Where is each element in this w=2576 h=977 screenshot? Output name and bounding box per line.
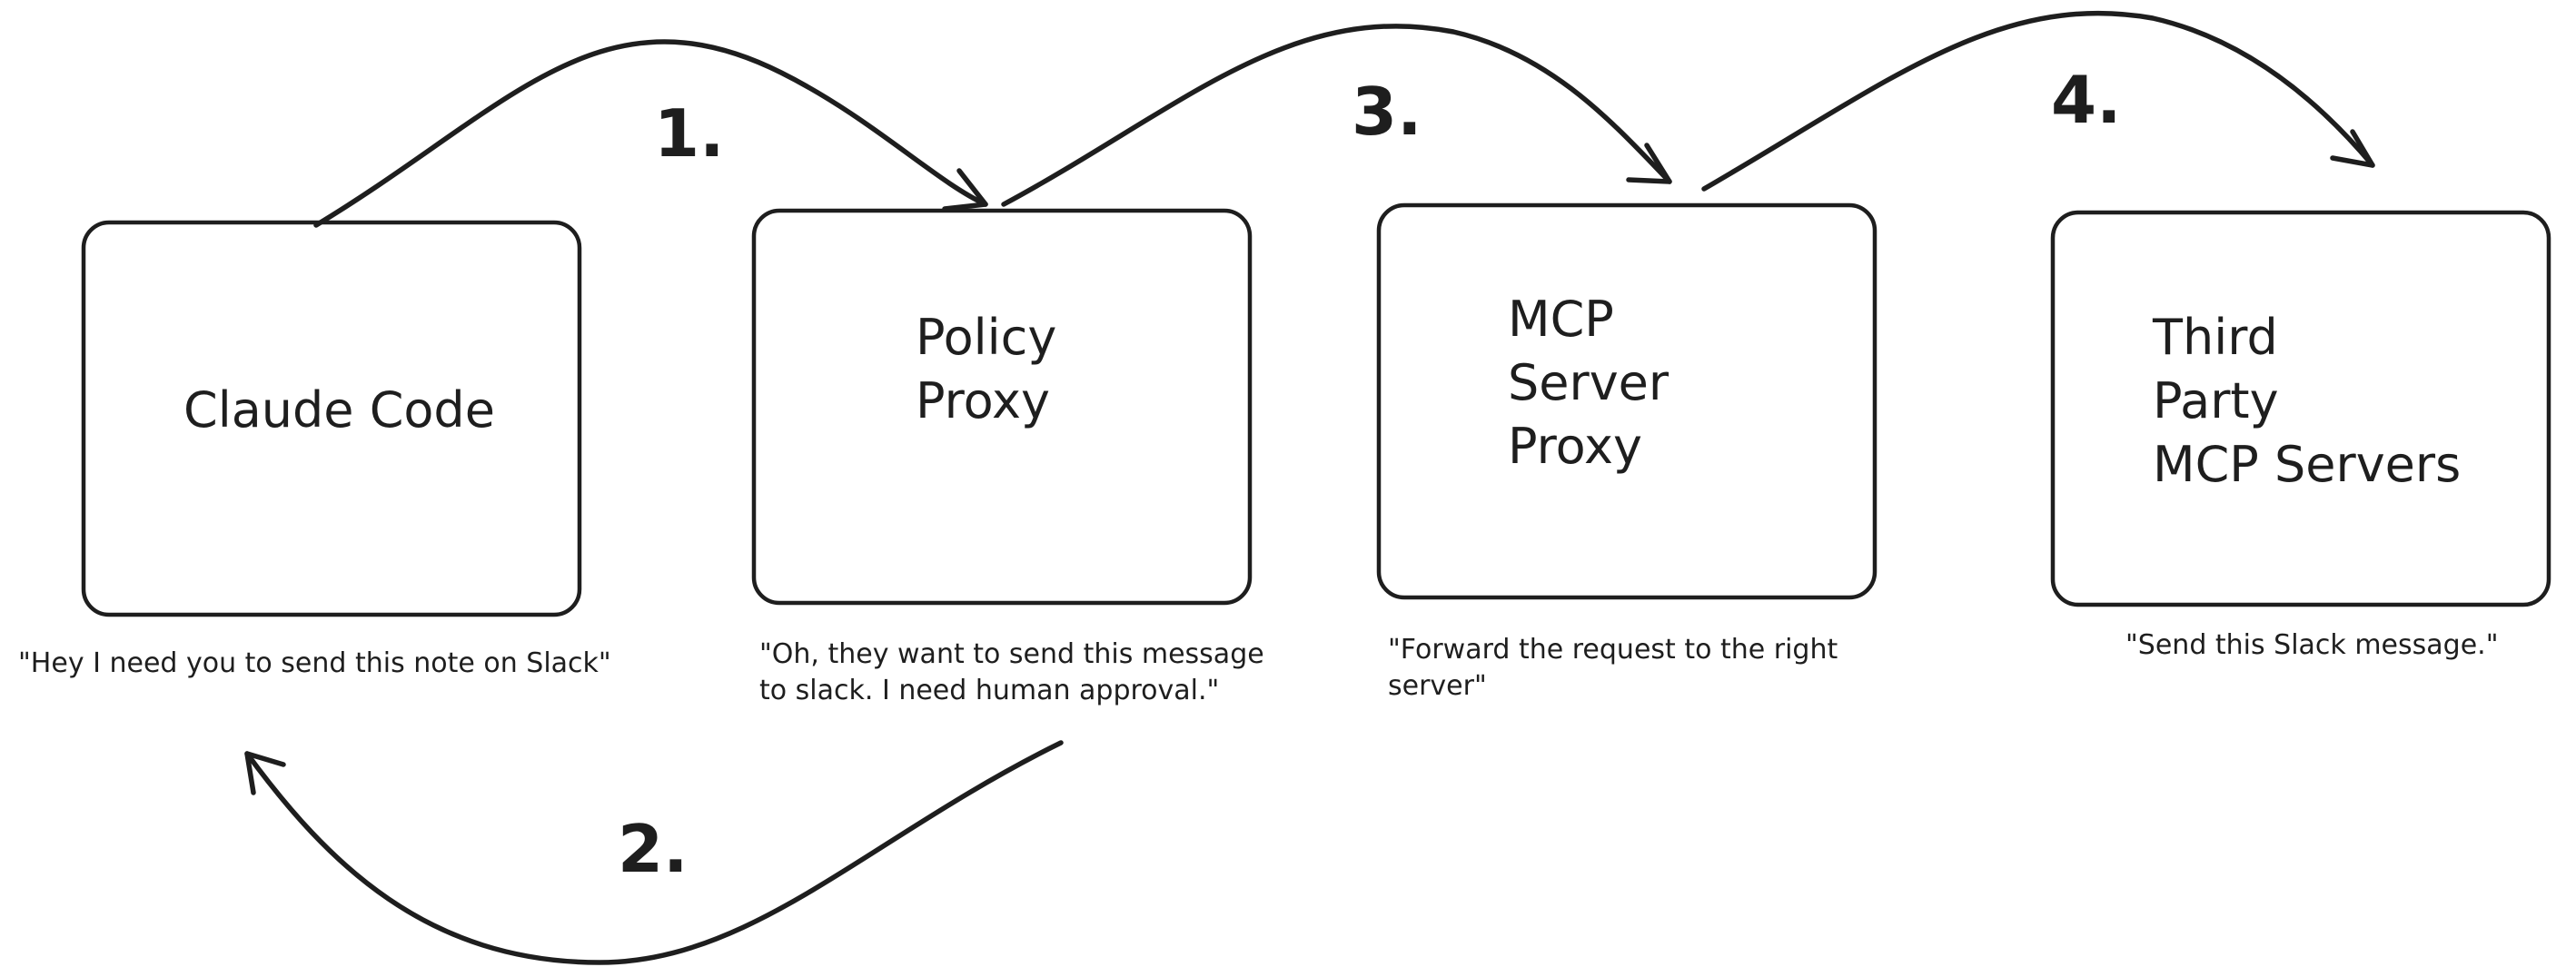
arrow-curve xyxy=(1701,10,2375,192)
arrow-curve xyxy=(313,39,988,228)
node-caption: "Hey I need you to send this note on Sla… xyxy=(18,647,611,679)
edge-1: 1. xyxy=(313,39,988,228)
node-caption: "Oh, they want to send this message to s… xyxy=(759,638,1273,706)
node-label: Third Party MCP Servers xyxy=(2152,309,2461,493)
arrowhead-icon xyxy=(942,168,988,212)
arrowhead-icon xyxy=(244,751,286,795)
node-label-line: Third xyxy=(2152,309,2278,366)
node-box xyxy=(1376,202,1878,600)
node-caption-line: server" xyxy=(1388,670,1487,702)
node-label-line: Proxy xyxy=(916,372,1050,429)
node-label-line: MCP Servers xyxy=(2153,436,2461,493)
node-caption: "Forward the request to the right server… xyxy=(1388,634,1847,702)
step-number: 4. xyxy=(2051,62,2121,138)
arrow-curve xyxy=(1001,24,1672,207)
arrow-curve xyxy=(244,740,1064,965)
node-mcp-server-proxy: MCP Server Proxy "Forward the request to… xyxy=(1376,202,1878,702)
step-number: 3. xyxy=(1352,74,1422,150)
arrowhead-icon xyxy=(1626,143,1672,184)
node-box xyxy=(2050,210,2551,607)
node-label-line: Policy xyxy=(916,309,1056,366)
node-box xyxy=(81,220,582,617)
node-label-line: Party xyxy=(2153,372,2279,429)
edge-2: 2. xyxy=(244,740,1064,965)
node-box xyxy=(751,208,1253,606)
arrowhead-icon xyxy=(2330,129,2375,168)
node-label-line: Server xyxy=(1508,354,1669,411)
step-number: 2. xyxy=(618,811,688,887)
node-caption-line: to slack. I need human approval." xyxy=(759,675,1219,706)
edge-3: 3. xyxy=(1001,24,1672,207)
node-label-line: Proxy xyxy=(1508,418,1642,475)
node-label-line: MCP xyxy=(1508,291,1614,348)
node-policy-proxy: Policy Proxy "Oh, they want to send this… xyxy=(751,208,1273,706)
node-caption-line: "Send this Slack message." xyxy=(2125,629,2499,661)
node-caption-line: "Oh, they want to send this message xyxy=(759,638,1264,670)
node-caption-line: "Forward the request to the right xyxy=(1388,634,1838,666)
node-label: Claude Code xyxy=(183,381,495,439)
node-claude-code: Claude Code "Hey I need you to send this… xyxy=(18,220,611,679)
node-label: Policy Proxy xyxy=(916,309,1073,429)
node-third-party-mcp-servers: Third Party MCP Servers "Send this Slack… xyxy=(2050,210,2551,661)
node-caption-line: "Hey I need you to send this note on Sla… xyxy=(18,647,611,679)
node-caption: "Send this Slack message." xyxy=(2125,629,2499,661)
step-number: 1. xyxy=(654,95,724,172)
node-label: MCP Server Proxy xyxy=(1508,291,1684,475)
node-label-line: Claude Code xyxy=(183,381,495,439)
edge-4: 4. xyxy=(1701,10,2375,192)
